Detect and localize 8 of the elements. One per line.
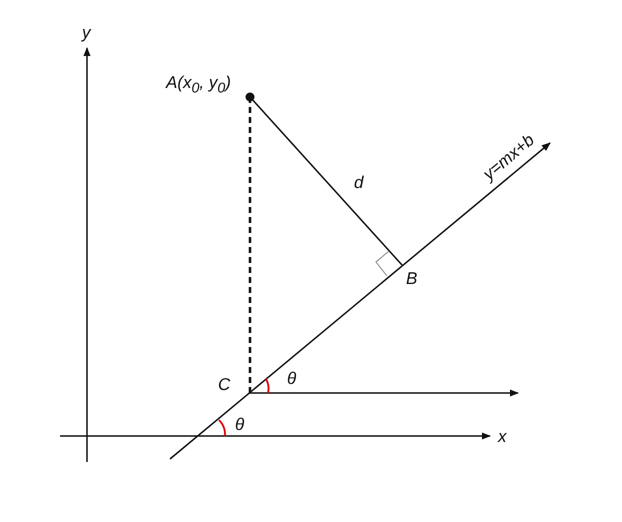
axis-label: x — [498, 428, 506, 445]
angle-label: θ — [235, 416, 244, 433]
angle-label: θ — [287, 370, 296, 387]
axis-label: y — [82, 24, 90, 41]
point-label: A(x$_{0}$, y$_{0}$) — [166, 74, 231, 96]
distance-label: d — [354, 174, 364, 191]
point-label: C — [218, 376, 230, 393]
point-label: B — [406, 270, 418, 287]
